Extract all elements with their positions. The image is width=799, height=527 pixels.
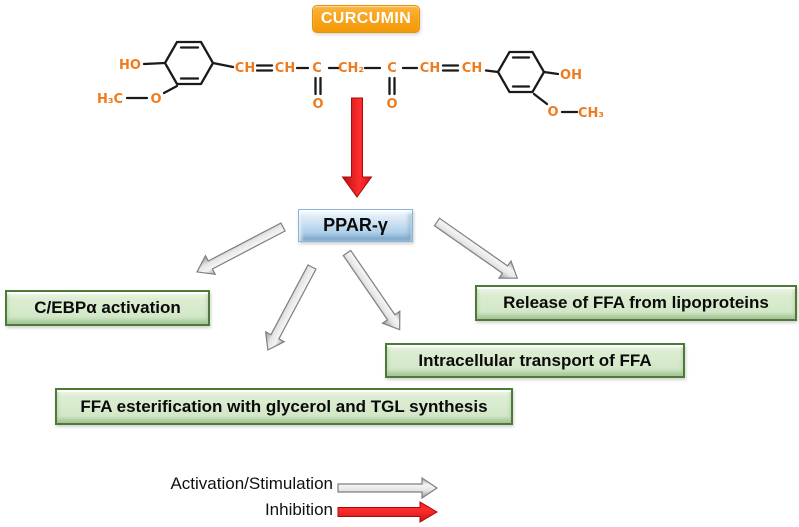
legend-inhibition-arrow-icon: [337, 501, 438, 523]
activation-arrow-release: [433, 217, 519, 279]
effect-box-ffa-release: Release of FFA from lipoproteins: [475, 285, 797, 321]
inhibition-arrow-main: [341, 97, 373, 198]
effect-box-intracellular-transport: Intracellular transport of FFA: [385, 343, 685, 378]
molecule-labels: HO H₃C O CH CH C CH₂ C CH CH O O OH O CH…: [97, 58, 604, 121]
atom-label-ch-3: CH: [420, 61, 440, 76]
atom-label-ch2: CH₂: [338, 61, 364, 76]
activation-arrow-transport: [342, 249, 401, 331]
legend-activation-label: Activation/Stimulation: [170, 474, 333, 493]
atom-label-ch-4: CH: [462, 61, 482, 76]
atom-label-c-keto-1: C: [312, 61, 322, 76]
effect-box-ffa-esterification: FFA esterification with glycerol and TGL…: [55, 388, 513, 425]
atom-label-ch-1: CH: [235, 61, 255, 76]
atom-label-c-keto-2: C: [387, 61, 397, 76]
atom-label-o-methoxy-left: O: [150, 92, 161, 107]
legend-activation-arrow-icon: [337, 476, 439, 500]
curcumin-structure: [125, 40, 579, 114]
activation-arrow-cebp: [196, 222, 286, 276]
atom-label-o-methoxy-right: O: [547, 105, 558, 120]
atom-label-oh: OH: [560, 68, 582, 83]
effect-box-cebp-activation: C/EBPα activation: [5, 290, 210, 326]
legend-inhibition-label: Inhibition: [264, 500, 333, 519]
atom-label-o-keto-2: O: [386, 97, 397, 112]
atom-label-ho: HO: [119, 58, 141, 73]
atom-label-o-keto-1: O: [312, 97, 323, 112]
curcumin-title-box: CURCUMIN: [312, 5, 420, 33]
ppar-gamma-box: PPAR-γ: [298, 209, 413, 242]
activation-arrow-esterification: [264, 264, 317, 351]
atom-label-h3c: H₃C: [97, 92, 123, 107]
atom-label-ch-2: CH: [275, 61, 295, 76]
atom-label-ch3: CH₃: [578, 106, 604, 121]
